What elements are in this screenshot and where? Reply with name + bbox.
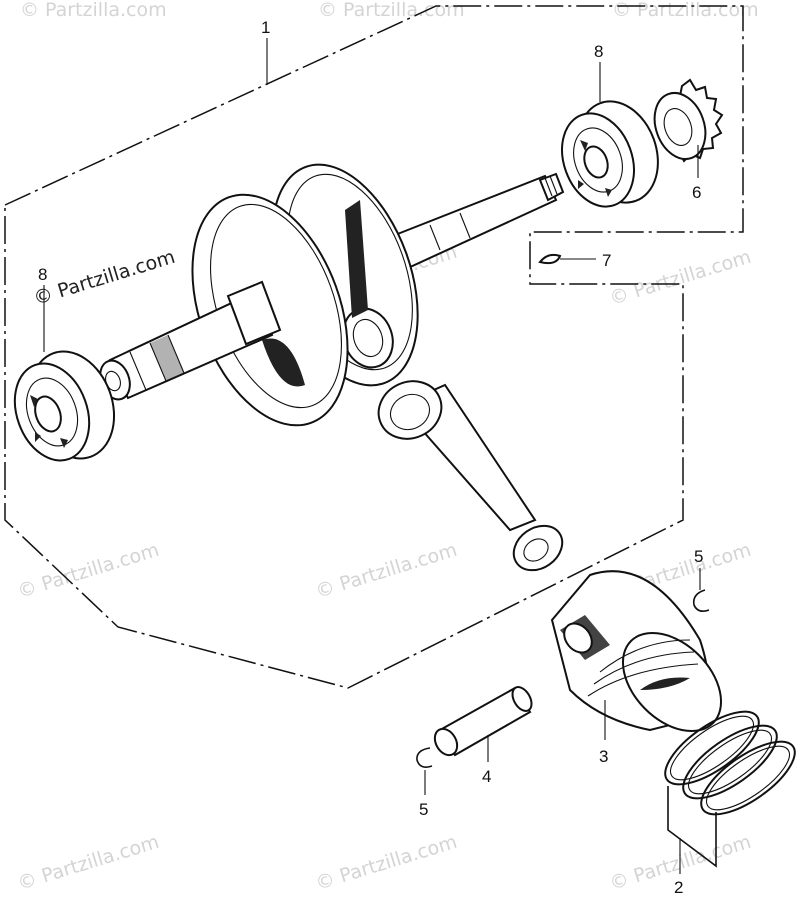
watermark: © Partzilla.com <box>612 0 759 21</box>
assembly-boundary <box>4 5 744 689</box>
crankshaft <box>99 163 565 427</box>
leader-lines <box>43 38 701 874</box>
watermark: © Partzilla.com <box>318 0 465 21</box>
watermark: © Partzilla.com <box>607 246 754 310</box>
cam-chain-sprocket <box>653 78 724 163</box>
callout-bearing-left: 8 <box>38 265 47 284</box>
watermark: © Partzilla.com <box>15 831 162 895</box>
callout-piston-ring-set: 2 <box>674 878 683 897</box>
watermark: © Partzilla.com <box>313 831 460 895</box>
callout-crankshaft-assembly: 1 <box>261 18 270 37</box>
watermark: © Partzilla.com <box>31 246 178 310</box>
callout-bearing-right: 8 <box>594 42 603 61</box>
callout-piston-pin: 4 <box>482 767 491 786</box>
callout-cam-chain-sprocket: 6 <box>692 183 701 202</box>
callout-pin-clip-left: 5 <box>419 800 428 819</box>
callouts: 1 8 8 6 7 3 4 5 5 2 <box>38 18 703 897</box>
pin-clip-left <box>416 747 433 768</box>
watermark: © Partzilla.com <box>313 539 460 603</box>
woodruff-key <box>538 253 562 265</box>
bearing-right <box>561 100 659 208</box>
watermark: © Partzilla.com <box>15 539 162 603</box>
piston-ring-set <box>664 710 796 868</box>
watermark: © Partzilla.com <box>20 0 167 21</box>
pin-clip-right <box>692 589 710 612</box>
callout-woodruff-key: 7 <box>602 251 611 270</box>
bearing-left <box>13 350 116 462</box>
piston <box>550 570 723 733</box>
callout-pin-clip-right: 5 <box>694 547 703 566</box>
callout-piston: 3 <box>599 747 608 766</box>
piston-pin <box>433 686 533 757</box>
connecting-rod <box>377 380 564 572</box>
